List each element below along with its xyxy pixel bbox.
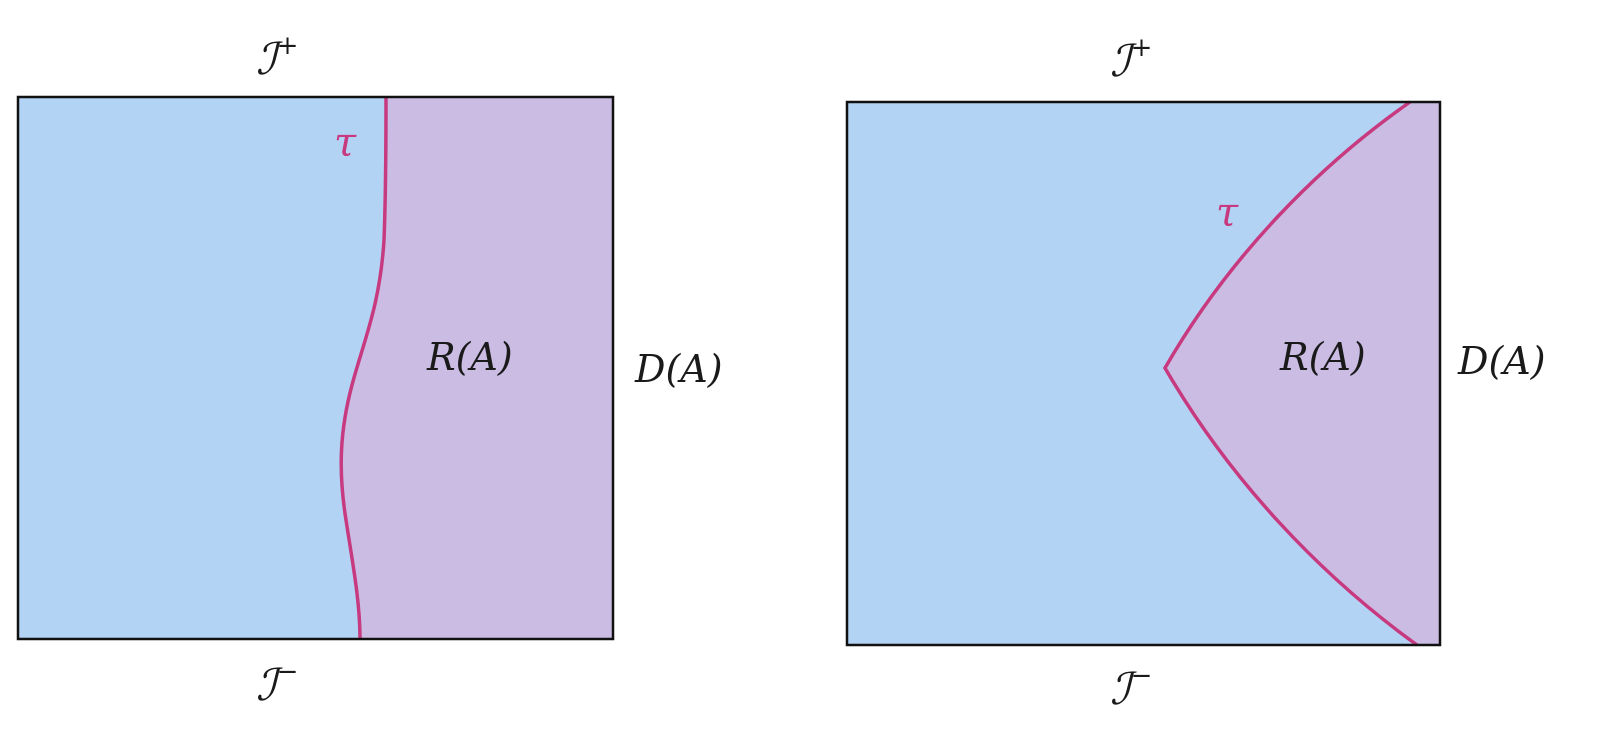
right-tau-label: τ [1216, 190, 1239, 236]
right-bottom-scri-label: ℐ− [1110, 661, 1152, 715]
left-tau-label: τ [334, 120, 357, 166]
left-tau-curve [339, 96, 388, 640]
right-r-region [1165, 102, 1440, 645]
left-top-scri-label: ℐ+ [256, 31, 298, 85]
left-r-region [341, 97, 613, 639]
right-side-label: D(A) [1457, 339, 1546, 383]
right-region-label: R(A) [1279, 335, 1366, 379]
right-frame [845, 100, 1442, 647]
left-region-label: R(A) [426, 335, 513, 379]
left-bottom-scri-label: ℐ− [256, 657, 298, 711]
left-diagram: ℐ+ ℐ− τ R(A) D(A) [16, 31, 723, 711]
left-frame [16, 95, 615, 641]
right-tau-curve [1162, 100, 1419, 647]
right-diagram: ℐ+ ℐ− τ R(A) D(A) [845, 33, 1546, 715]
right-top-scri-label: ℐ+ [1110, 33, 1152, 87]
left-side-label: D(A) [634, 347, 723, 391]
